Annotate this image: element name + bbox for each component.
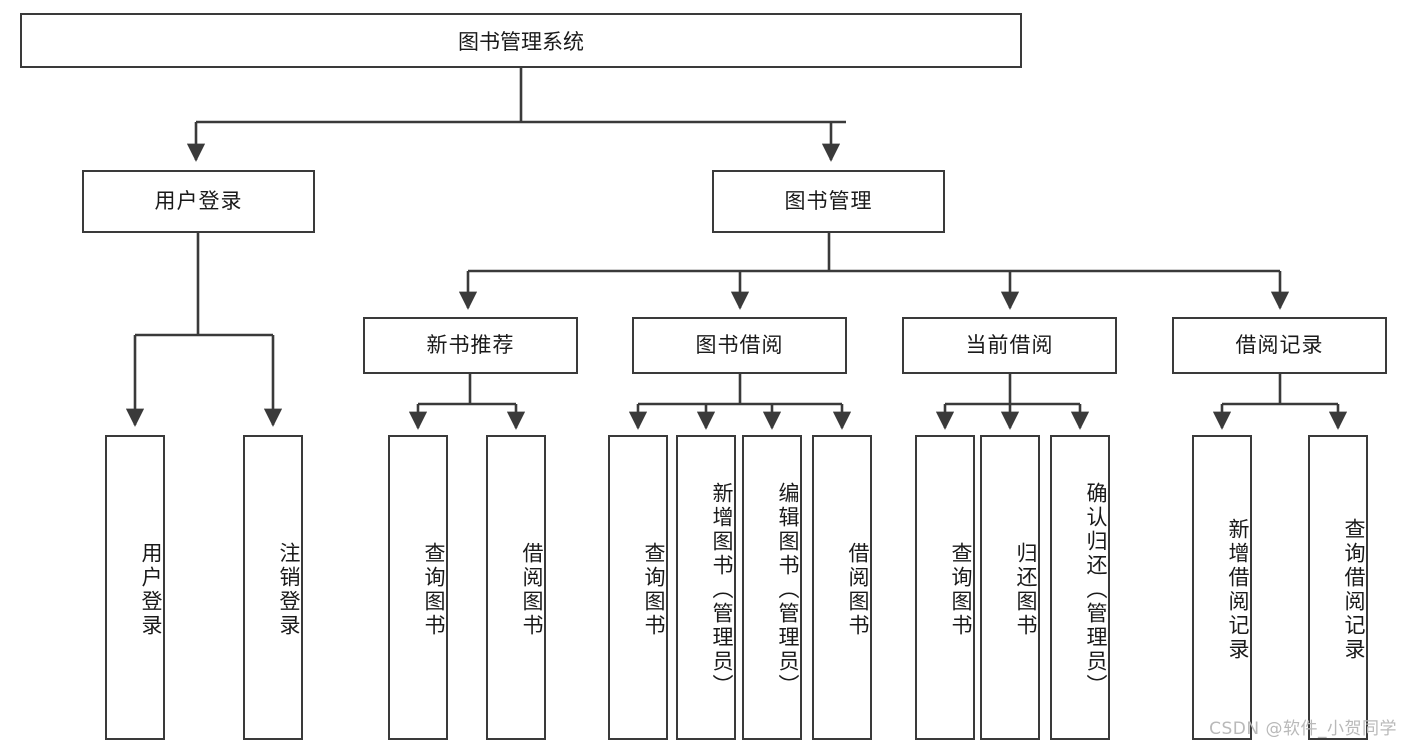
leaf-user-login[interactable]: 用户登录	[105, 435, 165, 740]
leaf-query-book-borrow[interactable]: 查询图书	[608, 435, 668, 740]
leaf-edit-book-admin[interactable]: 编辑图书（管理员）	[742, 435, 802, 740]
csdn-watermark: CSDN @软件_小贺同学	[1209, 719, 1397, 739]
node-book-manage[interactable]: 图书管理	[712, 170, 945, 233]
leaf-query-borrow-record[interactable]: 查询借阅记录	[1308, 435, 1368, 740]
node-user-login[interactable]: 用户登录	[82, 170, 315, 233]
node-book-borrow[interactable]: 图书借阅	[632, 317, 847, 374]
node-current-borrow[interactable]: 当前借阅	[902, 317, 1117, 374]
leaf-query-book-recommendation[interactable]: 查询图书	[388, 435, 448, 740]
leaf-query-book-current[interactable]: 查询图书	[915, 435, 975, 740]
node-root-system[interactable]: 图书管理系统	[20, 13, 1022, 68]
leaf-add-book-admin[interactable]: 新增图书（管理员）	[676, 435, 736, 740]
node-borrow-record[interactable]: 借阅记录	[1172, 317, 1387, 374]
leaf-add-borrow-record[interactable]: 新增借阅记录	[1192, 435, 1252, 740]
leaf-return-book[interactable]: 归还图书	[980, 435, 1040, 740]
leaf-borrow-book[interactable]: 借阅图书	[812, 435, 872, 740]
leaf-confirm-return-admin[interactable]: 确认归还（管理员）	[1050, 435, 1110, 740]
leaf-logout[interactable]: 注销登录	[243, 435, 303, 740]
leaf-borrow-book-recommendation[interactable]: 借阅图书	[486, 435, 546, 740]
node-new-book-recommendation[interactable]: 新书推荐	[363, 317, 578, 374]
